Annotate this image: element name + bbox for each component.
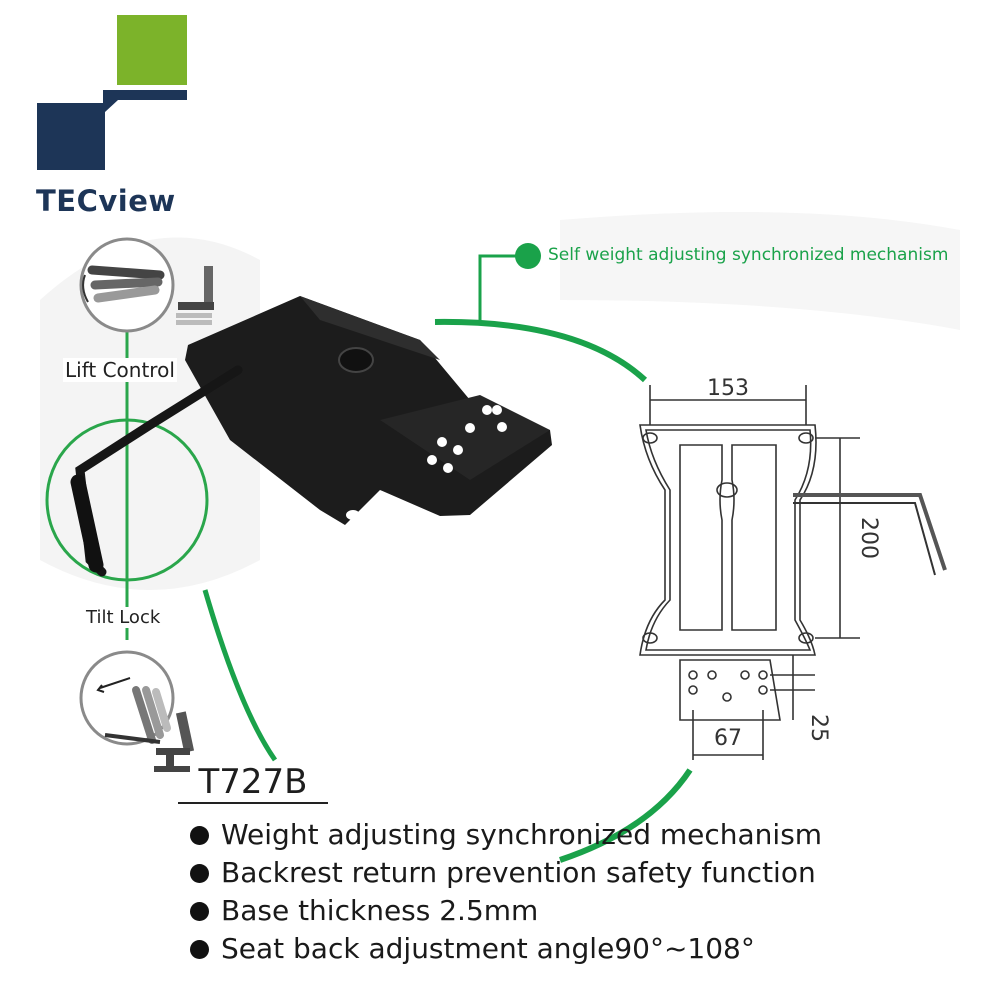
feature-text: Backrest return prevention safety functi… xyxy=(221,856,816,889)
bullet-icon xyxy=(190,939,209,959)
feature-list: Weight adjusting synchronized mechanism … xyxy=(190,816,822,968)
callout-text: Self weight adjusting synchronized mecha… xyxy=(548,245,949,265)
dimension-hole-offset: 25 xyxy=(806,714,831,742)
list-item: Backrest return prevention safety functi… xyxy=(190,854,822,892)
lift-lever-icon xyxy=(79,237,214,333)
dimension-width: 153 xyxy=(707,376,749,401)
list-item: Weight adjusting synchronized mechanism xyxy=(190,816,822,854)
model-name: T727B xyxy=(178,762,328,804)
tilt-lever-icon xyxy=(79,650,195,772)
tilt-lock-label: Tilt Lock xyxy=(84,607,163,628)
list-item: Base thickness 2.5mm xyxy=(190,892,822,930)
technical-drawing xyxy=(639,385,947,760)
feature-text: Seat back adjustment angle90°~108° xyxy=(221,932,755,965)
list-item: Seat back adjustment angle90°~108° xyxy=(190,930,822,968)
lift-control-label: Lift Control xyxy=(63,358,177,382)
highlight-ring xyxy=(45,418,209,582)
bullet-icon xyxy=(190,901,209,921)
bullet-icon xyxy=(190,825,209,845)
mechanism-body xyxy=(70,296,552,577)
dimension-hole-spacing: 67 xyxy=(714,726,742,751)
backdrop-shape xyxy=(40,237,260,590)
brand-name: TECview xyxy=(36,184,176,218)
callout-dot xyxy=(515,243,541,269)
feature-text: Weight adjusting synchronized mechanism xyxy=(221,818,823,851)
dimension-height: 200 xyxy=(856,517,881,559)
callout-connector xyxy=(478,254,520,322)
bullet-icon xyxy=(190,863,209,883)
feature-text: Base thickness 2.5mm xyxy=(221,894,539,927)
backdrop-shape xyxy=(560,212,960,330)
logo-mark xyxy=(37,15,187,170)
